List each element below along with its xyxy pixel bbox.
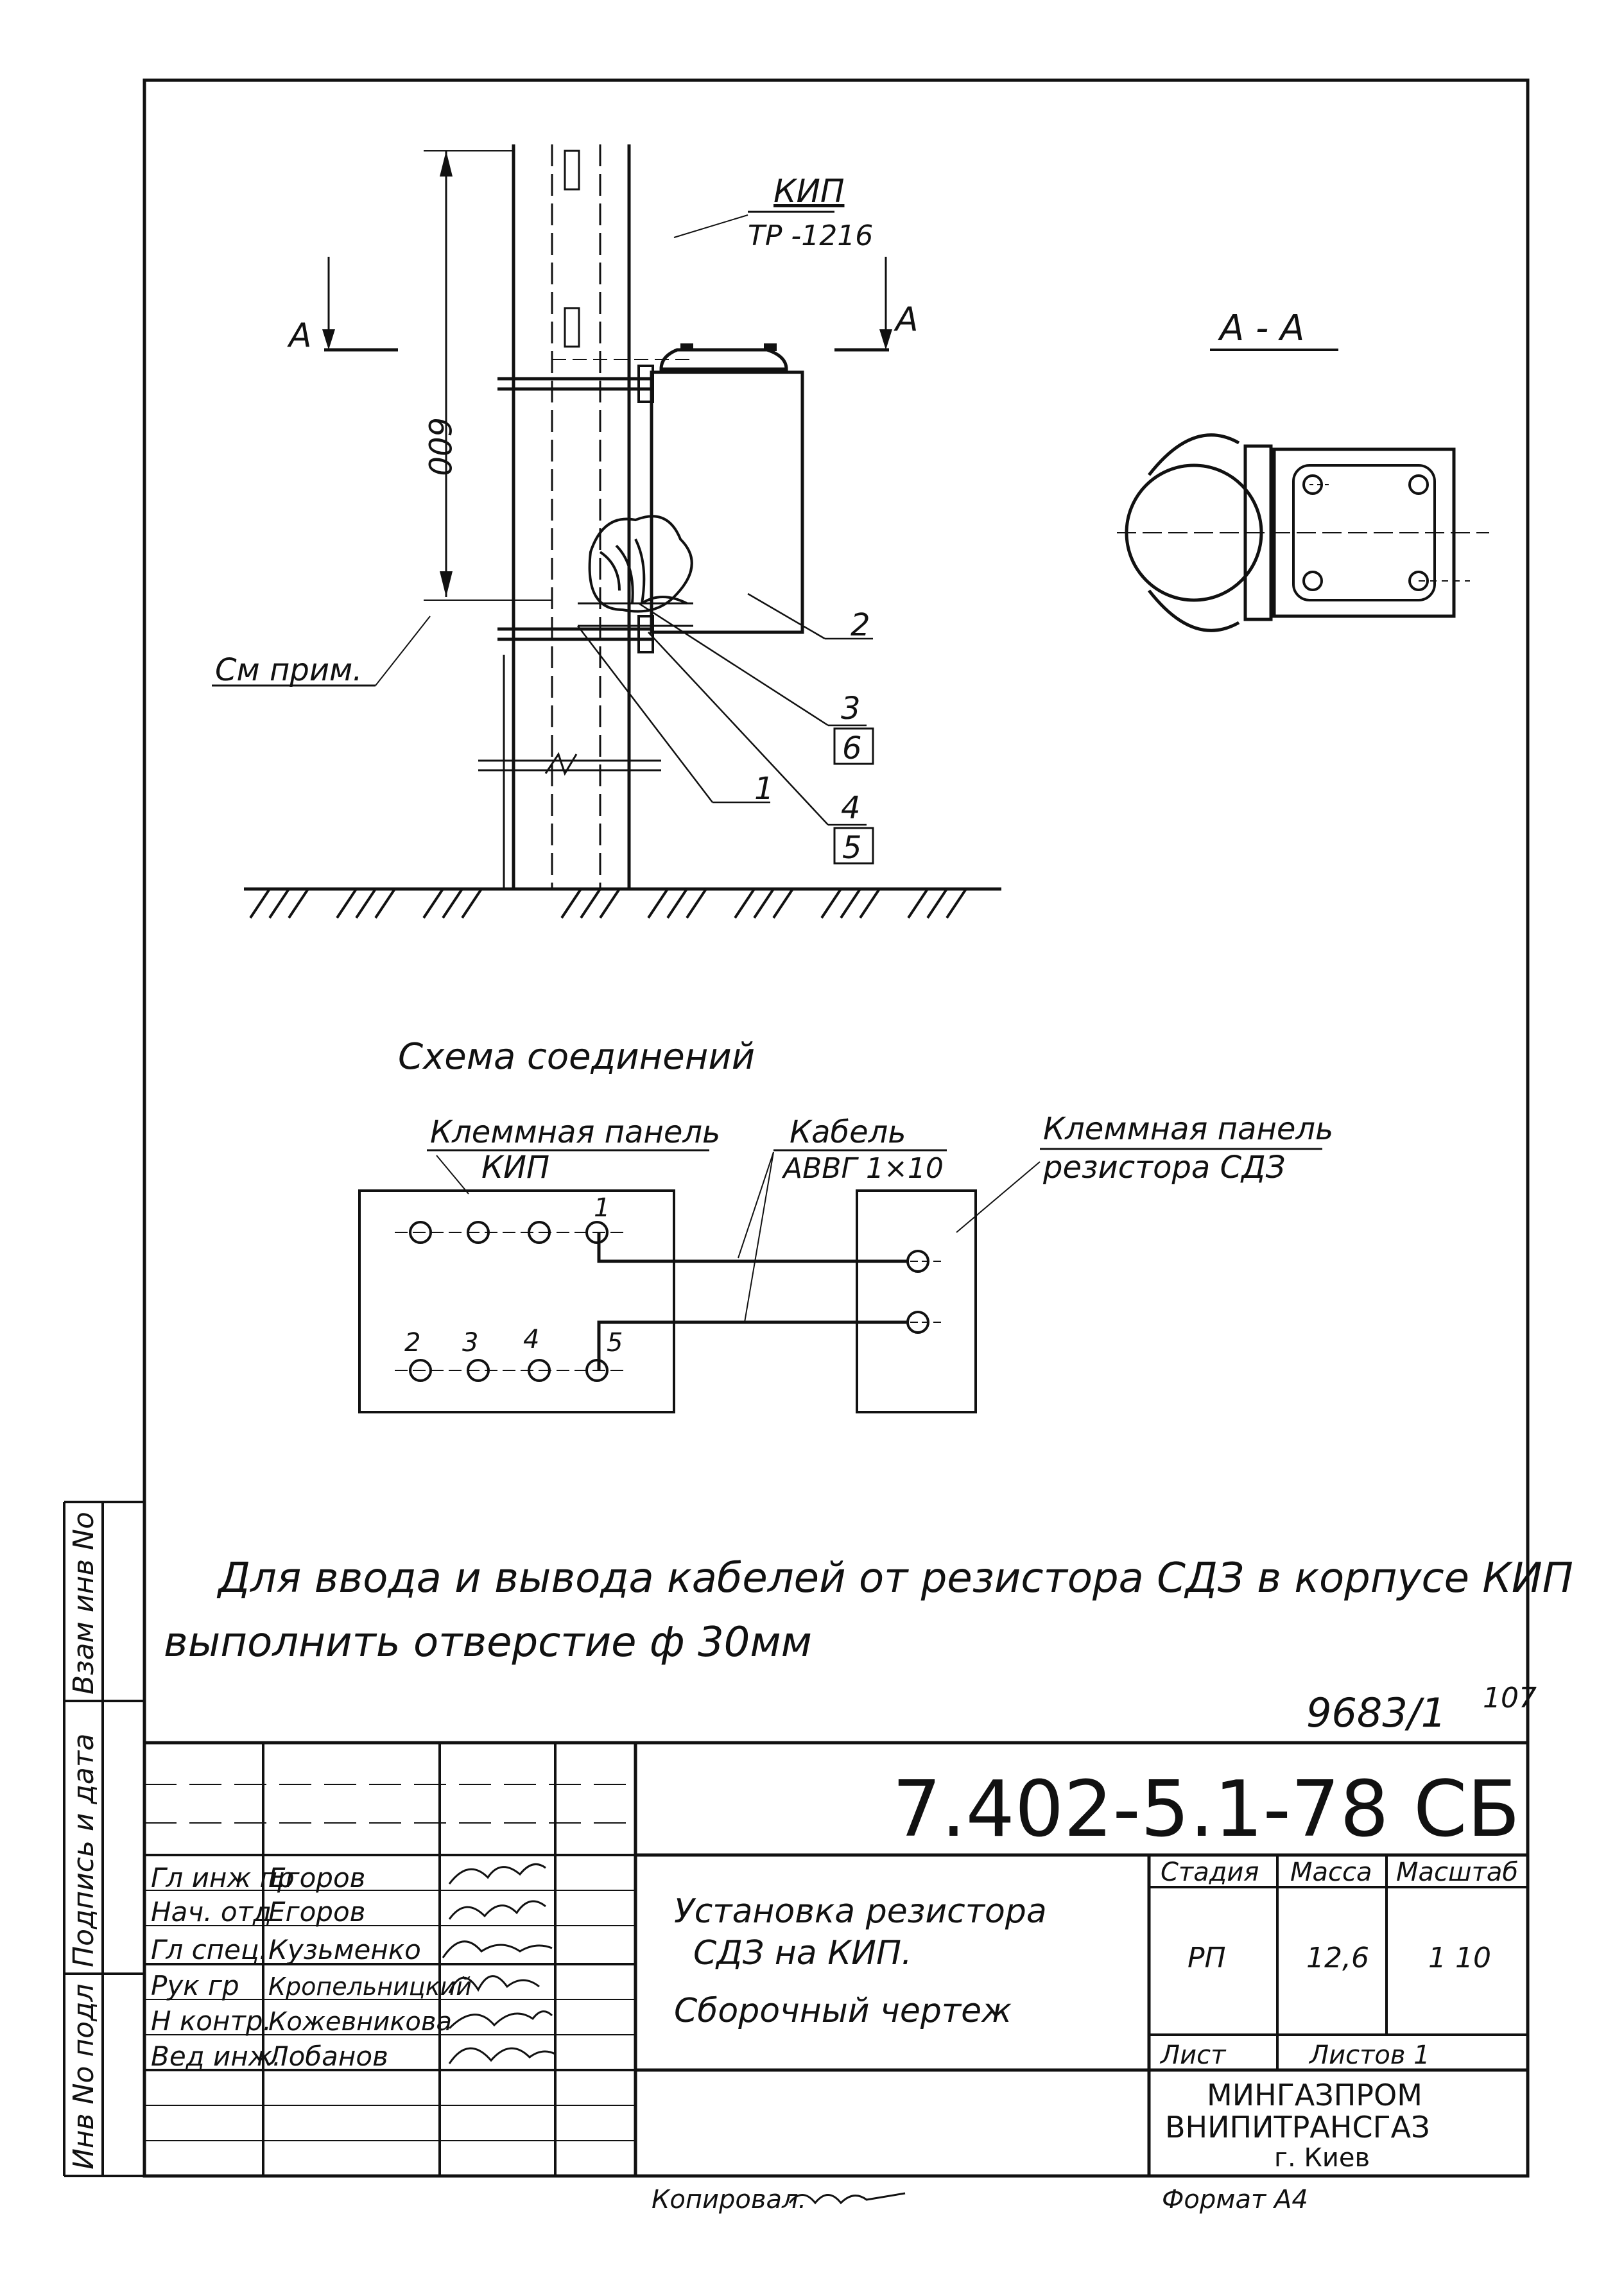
- mass-value: 12,6: [1306, 1942, 1369, 1974]
- role-2: Гл спец.: [151, 1934, 268, 1965]
- title-block: Гл инж пр Нач. отд Гл спец. Рук гр Н кон…: [144, 1741, 1528, 2176]
- role-3: Рук гр: [151, 1970, 239, 2001]
- stage-header: Стадия: [1161, 1858, 1259, 1887]
- page-number: 107: [1483, 1682, 1537, 1714]
- scheme-title: Схема соединений: [398, 1036, 755, 1078]
- stage-value: РП: [1188, 1942, 1226, 1974]
- footer: Копировал. Формат А4: [652, 2185, 1308, 2214]
- note-ref: См прим.: [215, 652, 363, 688]
- section-mark-right: А: [894, 300, 919, 339]
- section-title: А - А: [1218, 307, 1304, 349]
- name-1: Егоров: [268, 1896, 365, 1928]
- copied-label: Копировал.: [652, 2185, 806, 2214]
- name-0: Егоров: [268, 1862, 365, 1894]
- name-2: Кузьменко: [268, 1934, 421, 1965]
- role-1: Нач. отд: [151, 1896, 272, 1928]
- terminal-4: 4: [523, 1325, 539, 1354]
- callout-2: 2: [851, 607, 870, 643]
- sheet-number: 9683/1: [1306, 1689, 1446, 1736]
- section-a-a-view: А - А: [1117, 307, 1489, 632]
- mass-header: Масса: [1290, 1858, 1372, 1887]
- kip-label: КИП: [773, 173, 845, 210]
- side-stamp: Взам инв No Подпись и дата Инв No подл: [63, 1501, 144, 2177]
- org-line-2: ВНИПИТРАНСГАЗ: [1165, 2110, 1430, 2145]
- terminal-5: 5: [607, 1328, 623, 1358]
- callout-3: 3: [841, 691, 861, 727]
- terminal-3: 3: [462, 1328, 478, 1358]
- panel-kip-label-2: КИП: [481, 1150, 549, 1186]
- callout-4: 4: [841, 790, 861, 826]
- panel-sdz-label-2: резистора СДЗ: [1042, 1150, 1285, 1186]
- title-line-1: Установка резистора: [674, 1892, 1047, 1931]
- kip-type-label: ТР -1216: [748, 220, 873, 252]
- dimension-600: 600: [421, 417, 457, 476]
- name-3: Кропельницкий: [268, 1972, 472, 2001]
- cable-label-2: АВВГ 1×10: [781, 1152, 944, 1185]
- org-line-1: МИНГАЗПРОМ: [1207, 2078, 1422, 2112]
- sheet-frame: [143, 78, 1530, 2178]
- name-4: Кожевникова: [268, 2007, 452, 2037]
- note-line-2: выполнить отверстие ф 30мм: [164, 1619, 812, 1666]
- panel-sdz-label-1: Клеммная панель: [1043, 1111, 1333, 1147]
- title-line-2: СДЗ на КИП.: [693, 1934, 912, 1972]
- stamp-inv: Инв No подл: [67, 1983, 100, 2170]
- cable-label-1: Кабель: [790, 1114, 906, 1150]
- title-line-3: Сборочный чертеж: [674, 1992, 1012, 2030]
- panel-kip-label-1: Клеммная панель: [430, 1114, 720, 1150]
- stamp-vzam: Взам инв No: [67, 1512, 100, 1695]
- callout-1: 1: [754, 771, 774, 807]
- org-line-3: г. Киев: [1274, 2143, 1370, 2173]
- stamp-podpis: Подпись и дата: [67, 1734, 100, 1967]
- note-line-1: Для ввода и вывода кабелей от резистора …: [216, 1555, 1573, 1602]
- role-4: Н контр.: [151, 2005, 272, 2037]
- copier-signature: [788, 2192, 906, 2205]
- section-mark-left: А: [287, 316, 312, 355]
- signatures: [442, 1863, 556, 2064]
- callout-6: 6: [842, 730, 862, 766]
- sheet-header: Лист: [1159, 2041, 1227, 2070]
- note-block: Для ввода и вывода кабелей от резистора …: [164, 1555, 1573, 1736]
- name-5: Лобанов: [267, 2041, 388, 2072]
- terminal-2: 2: [404, 1328, 420, 1358]
- connection-scheme: Схема соединений Клеммная панель КИП Каб…: [358, 1036, 1333, 1413]
- role-5: Вед инж.: [151, 2041, 281, 2072]
- scale-value: 1 10: [1428, 1942, 1491, 1974]
- terminal-1: 1: [594, 1193, 610, 1223]
- drawing-code: 7.402-5.1-78 СБ: [892, 1765, 1520, 1854]
- main-view: А А КИП ТР -1216 600: [212, 144, 1001, 919]
- role-0: Гл инж пр: [151, 1862, 295, 1894]
- sheets-header: Листов 1: [1308, 2041, 1430, 2070]
- format-label: Формат А4: [1162, 2185, 1308, 2214]
- scale-header: Масштаб: [1396, 1858, 1518, 1887]
- callout-5: 5: [842, 830, 862, 866]
